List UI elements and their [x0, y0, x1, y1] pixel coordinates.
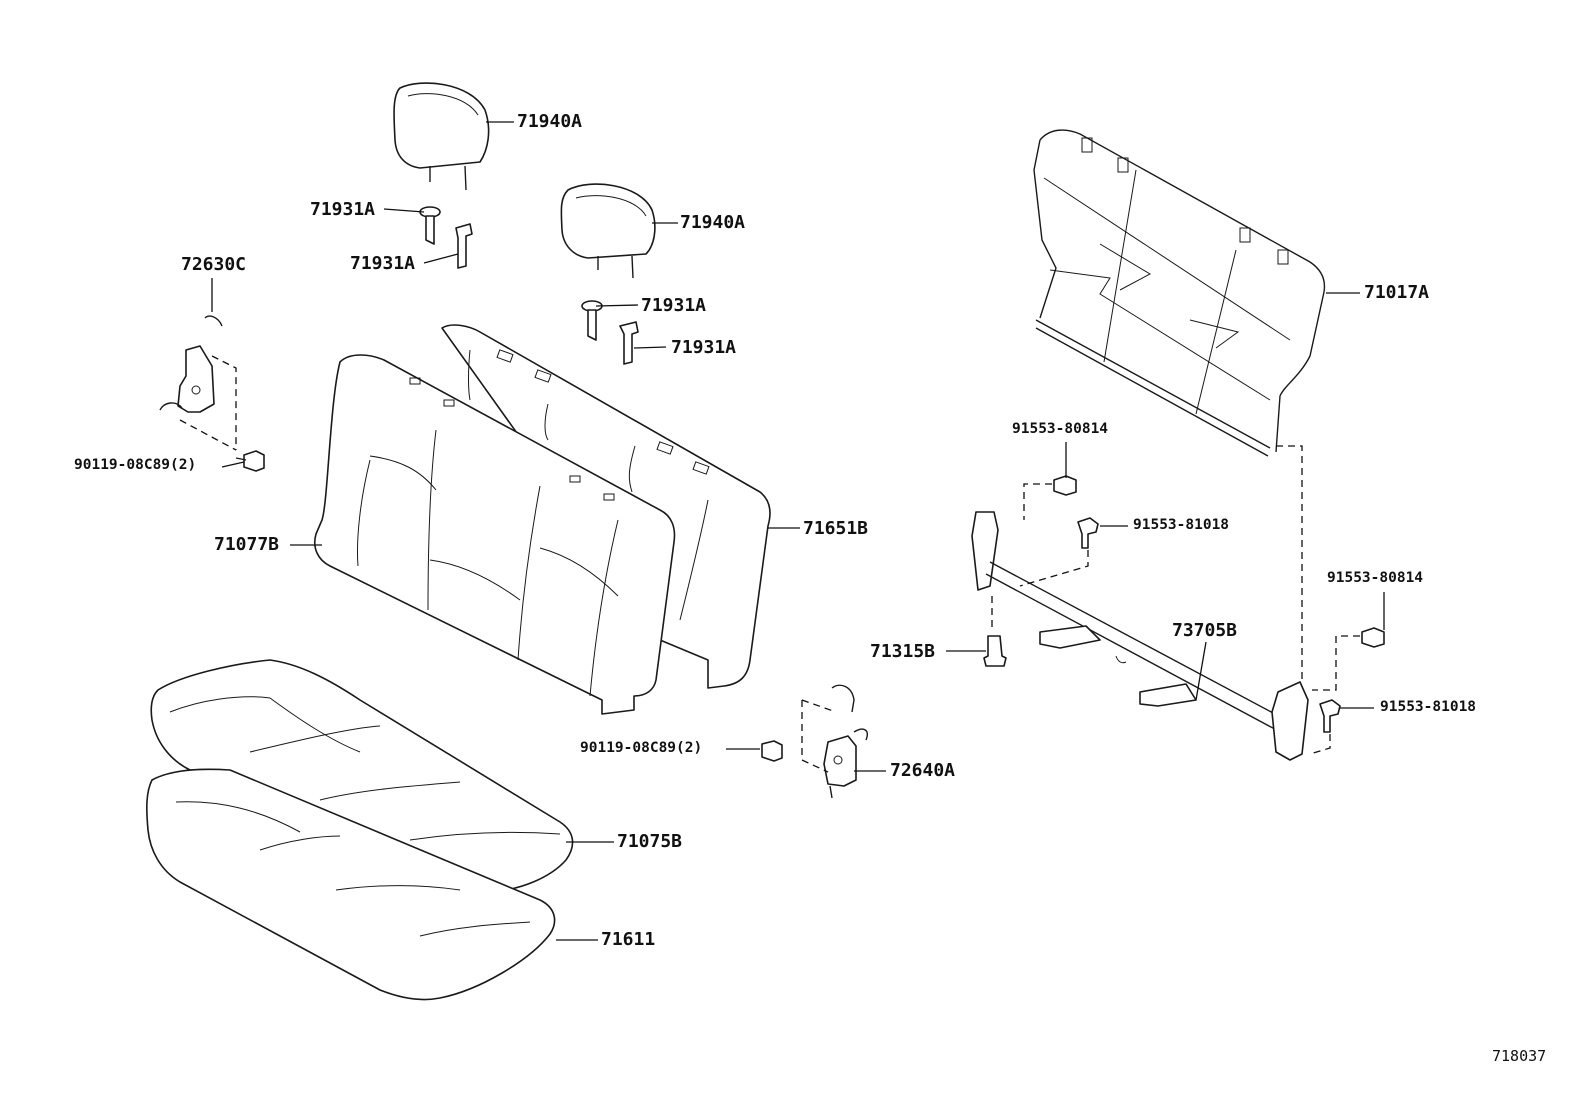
label-headrest-lower[interactable]: 71940A: [680, 212, 746, 233]
bolt-r1[interactable]: [1053, 475, 1077, 496]
label-headrest-upper[interactable]: 71940A: [517, 111, 583, 132]
label-hinge-left[interactable]: 72630C: [181, 254, 247, 275]
support-1[interactable]: [419, 206, 441, 245]
label-bolt-left[interactable]: 90119-08C89(2): [74, 457, 197, 473]
bolt-center[interactable]: [761, 740, 783, 762]
seat-cushion-pad[interactable]: [146, 768, 556, 1001]
support-4[interactable]: [619, 321, 639, 365]
support-2[interactable]: [455, 223, 473, 269]
dashed-lines: [179, 355, 1360, 773]
support-3[interactable]: [581, 300, 603, 341]
label-bolt-r4[interactable]: 91553-81018: [1380, 699, 1477, 715]
headrest-upper[interactable]: [393, 82, 490, 191]
label-support-4[interactable]: 71931A: [671, 337, 737, 358]
label-frame[interactable]: 71017A: [1364, 282, 1430, 303]
seat-cushion-cover[interactable]: [150, 659, 574, 893]
bolt-r3[interactable]: [1361, 627, 1385, 648]
cross-rod[interactable]: [971, 511, 1309, 761]
label-seatback-rear[interactable]: 71651B: [803, 518, 869, 539]
bolt-r4[interactable]: [1319, 699, 1341, 733]
bolt-left[interactable]: [235, 450, 265, 472]
label-cross-rod[interactable]: 73705B: [1172, 620, 1238, 641]
label-support-3[interactable]: 71931A: [641, 295, 707, 316]
hinge-right[interactable]: [823, 684, 868, 799]
label-bolt-r3[interactable]: 91553-80814: [1327, 570, 1424, 586]
label-bolt-r2[interactable]: 91553-81018: [1133, 517, 1230, 533]
label-cushion-cover[interactable]: 71075B: [617, 831, 683, 852]
pin[interactable]: [983, 635, 1007, 667]
label-bolt-center[interactable]: 90119-08C89(2): [580, 740, 703, 756]
diagram-ref-code: 718037: [1492, 1047, 1547, 1065]
bolt-r2[interactable]: [1077, 517, 1099, 549]
seat-frame[interactable]: [1033, 129, 1326, 457]
hinge-left[interactable]: [159, 315, 223, 413]
label-bolt-r1[interactable]: 91553-80814: [1012, 421, 1109, 437]
label-support-2[interactable]: 71931A: [350, 253, 416, 274]
headrest-lower[interactable]: [560, 183, 656, 279]
label-cushion-pad[interactable]: 71611: [601, 929, 656, 950]
seatback-front[interactable]: [314, 354, 676, 715]
label-hinge-right[interactable]: 72640A: [890, 760, 956, 781]
label-pin[interactable]: 71315B: [870, 641, 936, 662]
label-support-1[interactable]: 71931A: [310, 199, 376, 220]
leader-lines: [211, 121, 1385, 941]
label-seatback-front[interactable]: 71077B: [214, 534, 280, 555]
